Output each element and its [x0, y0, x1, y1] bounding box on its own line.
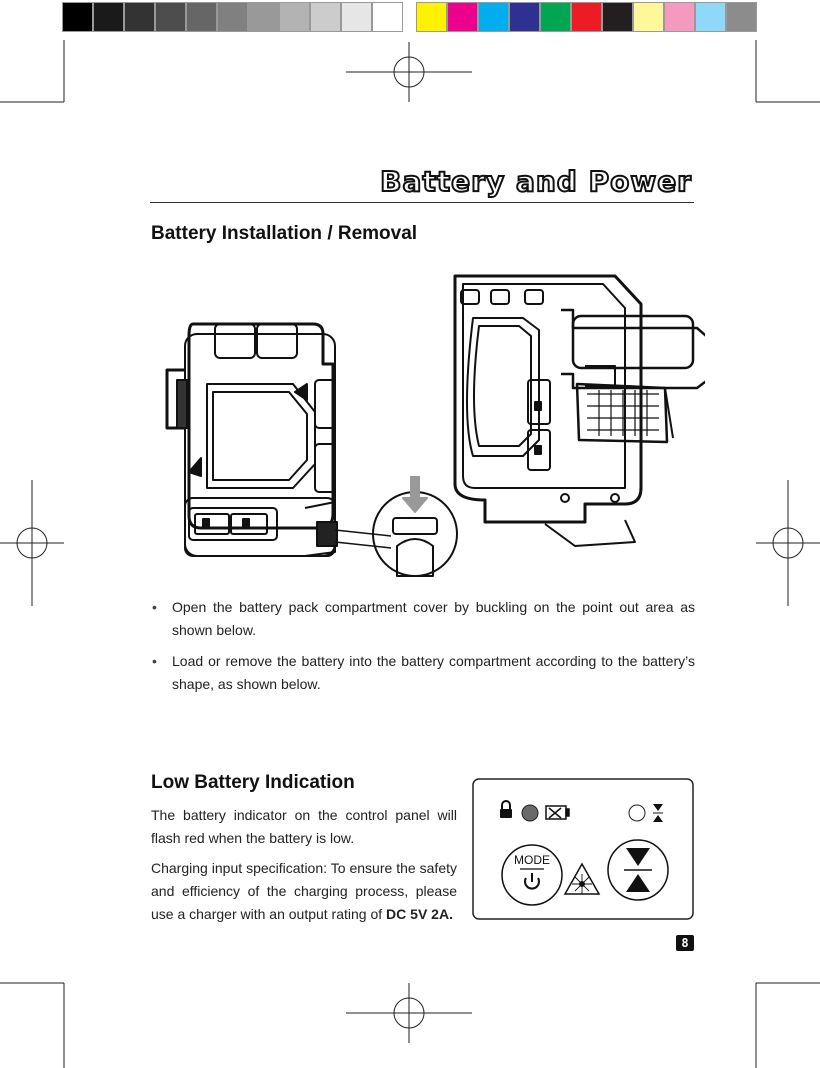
gray-swatch — [124, 2, 155, 32]
power-icon — [524, 877, 540, 890]
color-swatch — [540, 2, 571, 32]
color-swatch — [633, 2, 664, 32]
color-swatch — [478, 2, 509, 32]
registration-mark-left — [0, 480, 64, 606]
registration-mark-right — [756, 480, 820, 606]
gray-swatch — [279, 2, 310, 32]
lock-icon — [500, 800, 512, 818]
gray-swatch — [155, 2, 186, 32]
gray-swatch — [93, 2, 124, 32]
level-indicator-led — [628, 804, 646, 822]
color-swatch — [509, 2, 540, 32]
low-battery-description: The battery indicator on the control pan… — [151, 807, 457, 846]
registration-mark-top — [346, 42, 472, 102]
level-toggle-button[interactable] — [607, 839, 669, 901]
color-swatch — [726, 2, 757, 32]
registration-mark-bottom — [346, 983, 472, 1043]
installation-instructions: Open the battery pack compartment cover … — [150, 596, 695, 704]
mode-power-button[interactable]: MODE — [501, 844, 563, 906]
gray-swatch — [62, 2, 93, 32]
color-swatch — [695, 2, 726, 32]
gray-swatch — [372, 2, 403, 32]
instruction-bullet: Open the battery pack compartment cover … — [150, 596, 695, 642]
battery-indicator-led — [521, 804, 539, 822]
gray-swatch — [310, 2, 341, 32]
color-swatch — [602, 2, 633, 32]
section-heading-low-battery: Low Battery Indication — [151, 772, 355, 793]
laser-level-device-open — [453, 274, 705, 547]
battery-installation-illustration — [165, 274, 705, 577]
page-number: 8 — [676, 935, 694, 951]
charging-rating: DC 5V 2A. — [386, 906, 453, 922]
level-icon — [653, 804, 663, 822]
mode-label: MODE — [514, 853, 550, 867]
battery-icon — [545, 805, 570, 820]
page-title: Battery and Power — [379, 164, 692, 199]
press-point-detail — [334, 476, 458, 577]
laser-warning-icon — [563, 862, 601, 895]
gray-swatch — [248, 2, 279, 32]
corner-crop-marks — [0, 40, 820, 1068]
gray-swatch — [217, 2, 248, 32]
gray-swatch — [341, 2, 372, 32]
charging-specification: Charging input specification: To ensure … — [151, 857, 457, 926]
color-swatch — [416, 2, 447, 32]
charging-specification-text: Charging input specification: To ensure … — [151, 860, 457, 922]
laser-level-device-front — [165, 322, 338, 557]
instruction-bullet: Load or remove the battery into the batt… — [150, 650, 695, 696]
gray-swatch — [186, 2, 217, 32]
color-swatch — [664, 2, 695, 32]
color-swatch — [447, 2, 478, 32]
title-divider — [150, 202, 694, 203]
color-swatch — [571, 2, 602, 32]
control-panel-illustration: MODE — [472, 778, 694, 920]
section-heading-installation: Battery Installation / Removal — [151, 223, 418, 244]
